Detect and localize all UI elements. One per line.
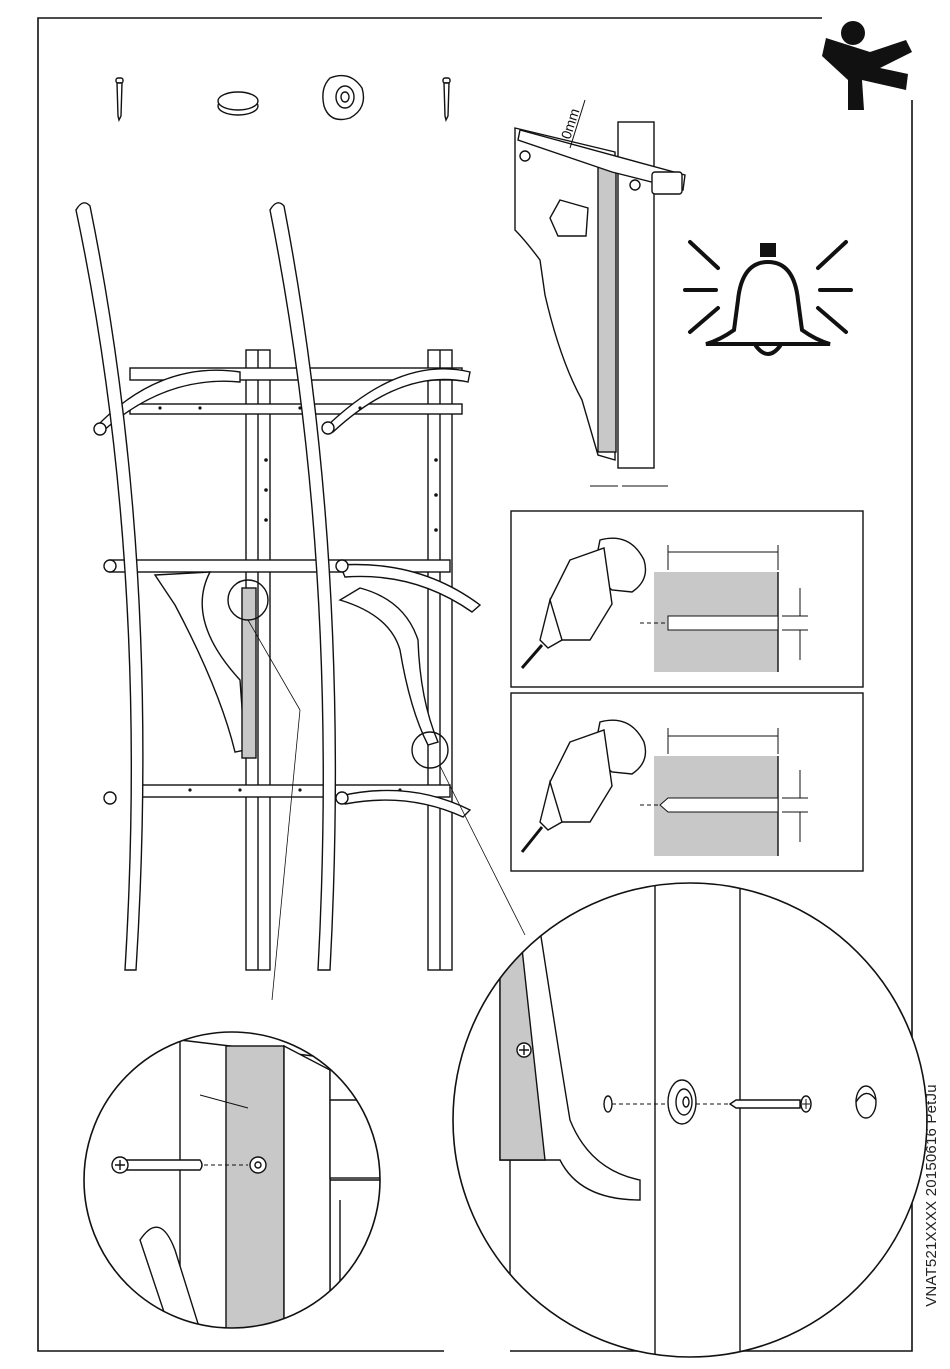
drill-panel-1 [511, 511, 863, 687]
document-code: VNAT521XXXX 20150616 PetJu [923, 1084, 940, 1307]
beam-upper [94, 368, 470, 435]
detail-circle-left [84, 1032, 420, 1346]
pole-curved-middle [270, 203, 335, 970]
pole-curved-left [76, 203, 143, 970]
gap-dimension-label: 0mm [558, 106, 583, 141]
brand-figure-logo [822, 21, 912, 110]
gap-detail [515, 100, 685, 486]
beam-lower [104, 785, 470, 817]
alert-bell-icon [685, 242, 851, 354]
washer-cup [323, 76, 364, 120]
post-right [428, 350, 452, 970]
screw-short [443, 78, 450, 120]
detail-circle-right [453, 883, 927, 1360]
beam-middle [104, 560, 480, 752]
screw-long [116, 78, 123, 120]
shaded-board [242, 588, 256, 758]
drill-panel-2 [511, 693, 863, 871]
parts-row [116, 76, 450, 120]
cover-cap [218, 92, 258, 115]
document-code-label: VNAT521XXXX 20150616 PetJu [911, 1030, 950, 1360]
climbing-frame [76, 203, 525, 1000]
